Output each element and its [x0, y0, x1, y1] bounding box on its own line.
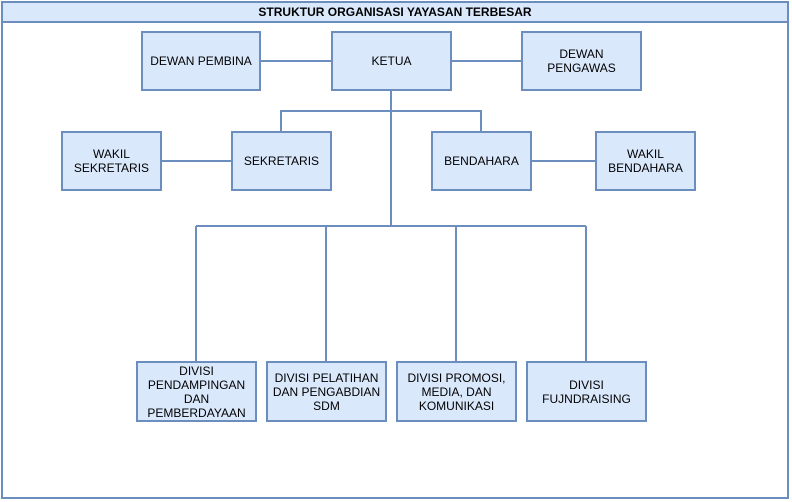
node-divisi-pendampingan: DIVISI PENDAMPINGAN DAN PEMBERDAYAAN — [136, 361, 257, 422]
node-bendahara: BENDAHARA — [431, 131, 532, 191]
node-dewan-pembina: DEWAN PEMBINA — [141, 31, 261, 91]
node-dewan-pengawas: DEWAN PENGAWAS — [521, 31, 642, 91]
node-wakil-sekretaris: WAKIL SEKRETARIS — [61, 131, 162, 191]
edge-ketua-bendahara — [391, 110, 482, 131]
edge-ketua-sekretaris — [280, 110, 391, 131]
node-wakil-bendahara: WAKIL BENDAHARA — [595, 131, 696, 191]
node-divisi-pelatihan: DIVISI PELATIHAN DAN PENGABDIAN SDM — [266, 361, 387, 422]
node-divisi-promosi: DIVISI PROMOSI, MEDIA, DAN KOMUNIKASI — [396, 361, 517, 422]
diagram-title: STRUKTUR ORGANISASI YAYASAN TERBESAR — [1, 1, 789, 23]
node-sekretaris: SEKRETARIS — [231, 131, 332, 191]
node-ketua: KETUA — [331, 31, 452, 91]
node-divisi-fundraising: DIVISI FUJNDRAISING — [526, 361, 647, 422]
